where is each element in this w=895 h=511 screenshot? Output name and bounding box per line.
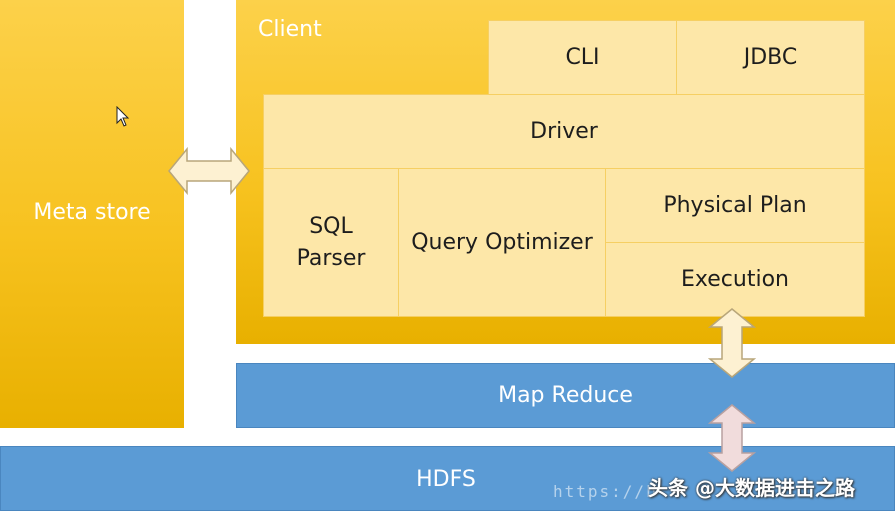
physical-plan-label: Physical Plan — [663, 192, 807, 218]
map-reduce-box: Map Reduce — [236, 363, 895, 428]
author-watermark: 头条 @大数据进击之路 — [648, 476, 855, 500]
execution-mapreduce-double-arrow — [708, 308, 756, 378]
hdfs-label: HDFS — [416, 467, 476, 492]
map-reduce-label: Map Reduce — [498, 383, 633, 408]
query-optimizer-box: Query Optimizer — [398, 168, 606, 317]
mouse-cursor-icon — [116, 106, 130, 127]
sql-parser-label: SQL Parser — [296, 213, 366, 271]
meta-store-label: Meta store — [33, 200, 151, 225]
jdbc-label: JDBC — [743, 44, 798, 70]
jdbc-box: JDBC — [676, 20, 865, 95]
mapreduce-hdfs-double-arrow — [708, 404, 756, 472]
driver-label: Driver — [530, 118, 598, 144]
query-optimizer-label: Query Optimizer — [411, 229, 593, 255]
physical-plan-box: Physical Plan — [605, 168, 865, 243]
execution-box: Execution — [605, 242, 865, 317]
driver-box: Driver — [263, 94, 865, 169]
sql-parser-box: SQL Parser — [263, 168, 399, 317]
cli-box: CLI — [488, 20, 677, 95]
execution-label: Execution — [681, 266, 789, 292]
meta-client-double-arrow — [168, 147, 250, 195]
client-title: Client — [258, 17, 322, 42]
meta-store-box: Meta store — [0, 0, 184, 428]
cli-label: CLI — [565, 44, 600, 70]
url-watermark: https://b — [553, 482, 658, 501]
